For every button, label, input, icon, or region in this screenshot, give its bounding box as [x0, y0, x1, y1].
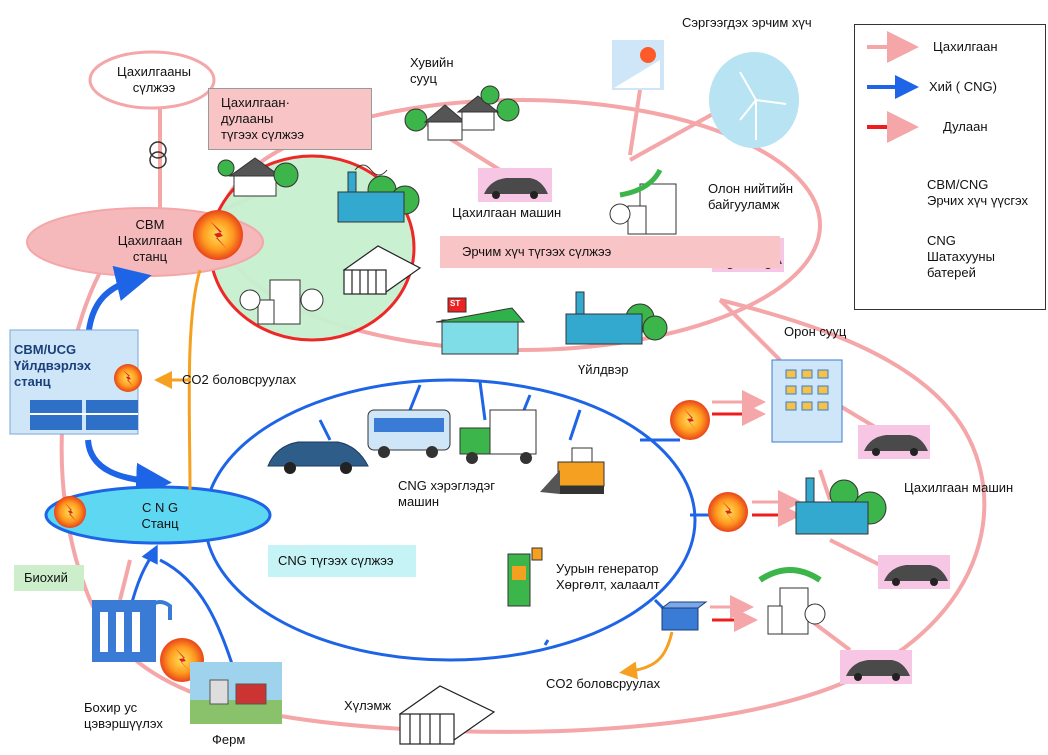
cng-station-ellipse [44, 485, 272, 545]
public-building-icon [609, 168, 677, 235]
biogas-box: Биохий [14, 565, 84, 591]
electric-car-right-label: Цахилгаан машин [904, 480, 1014, 495]
legend-electricity: Цахилгаан [933, 39, 998, 54]
energy-grid-box: Эрчим хүч түгээх сүлжээ [440, 236, 780, 268]
wind-turbine-icon [709, 52, 799, 148]
legend-gas: Хий ( CNG) [929, 79, 997, 94]
store-sign-label: ST [450, 299, 461, 308]
cng-battery-icon [660, 601, 708, 631]
flame-icon [708, 492, 748, 532]
flame-icon [54, 496, 86, 528]
renewable-label: Сэргээгдэх эрчим хүч [682, 15, 812, 30]
car-blue-icon [267, 441, 369, 474]
legend-cng-battery: CNG Шатахууны батерей [927, 233, 995, 280]
transformer-icon [149, 141, 167, 169]
greenhouse-label: Хүлэмж [344, 698, 392, 713]
plant-to-cng-arrow [85, 439, 172, 499]
district-greenhouse-icon [342, 245, 422, 295]
flame-icon [193, 210, 243, 260]
right-office-icon [758, 567, 826, 635]
apartment-icon [771, 359, 843, 443]
gas-station-icon [435, 297, 526, 355]
wastewater-plant-icon [92, 600, 172, 662]
cng-station-label: C N G Станц [141, 500, 179, 531]
electric-car-top-label: Цахилгаан машин [452, 205, 562, 220]
electric-car-icon [478, 168, 552, 202]
cbm-ucg-plant-label: CBM/UCG Үйлдвэрлэх станц [14, 342, 92, 389]
legend-swatches [867, 31, 919, 143]
plant-to-cbm-arrow [85, 265, 152, 341]
district-office-icon [239, 279, 324, 325]
private-house-icon [404, 85, 520, 141]
cbm-station-label: CBM Цахилгаан станц [117, 217, 183, 264]
apartment-label: Орон сууц [784, 324, 847, 339]
cng-vehicles-label: CNG хэрэглэдэг машин [398, 478, 495, 509]
wastewater-label: Бохир ус цэвэршүүлэх [84, 700, 163, 731]
solar-icon [612, 40, 664, 90]
steam-generator-label: Уурын генератор Хөргөлт, халаалт [556, 561, 660, 592]
factory-icon [565, 291, 668, 345]
flame-icon [670, 400, 710, 440]
consumer-arrows [710, 390, 802, 632]
flame-icons [54, 176, 904, 682]
bulldozer-icon [540, 447, 605, 494]
truck-icon [459, 409, 537, 464]
farm-icon [190, 662, 282, 724]
co2-bottom-label: CO2 боловсруулах [546, 676, 661, 691]
electric-car-icon [858, 425, 930, 459]
heat-power-grid-box: Цахилгаан· дулааны түгээх сүлжээ [208, 88, 372, 150]
district-factory-icon [337, 164, 420, 223]
power-grid-label: Цахилгааны сүлжээ [117, 64, 191, 95]
legend-cbm-source: CBM/CNG Эрчих хүч үүсгэх [927, 177, 1029, 208]
steam-generator-icon [507, 547, 543, 607]
legend-panel: Цахилгаан Хий ( CNG) Дулаан CBM/CNG Эрчи… [854, 24, 1046, 310]
bus-icon [367, 409, 451, 458]
cng-grid-box: CNG түгээх сүлжээ [268, 545, 416, 577]
district-house-icon [217, 157, 299, 197]
public-building-label: Олон нийтийн байгууламж [708, 181, 794, 212]
co2-line-top [187, 269, 202, 491]
private-house-label: Хувийн сууц [410, 55, 454, 86]
co2-top-label: CO2 боловсруулах [182, 372, 297, 387]
legend-heat: Дулаан [943, 119, 988, 134]
greenhouse-icon [398, 685, 496, 745]
power-grid-circle [88, 50, 216, 110]
factory-label: Үйлдвэр [578, 362, 629, 377]
electric-car-icon [878, 555, 950, 589]
co2-arrow-bottom [619, 631, 674, 680]
farm-label: Ферм [212, 732, 246, 747]
electric-car-icon [840, 650, 912, 684]
right-factory-icon [795, 477, 887, 535]
flame-icon [114, 364, 142, 392]
